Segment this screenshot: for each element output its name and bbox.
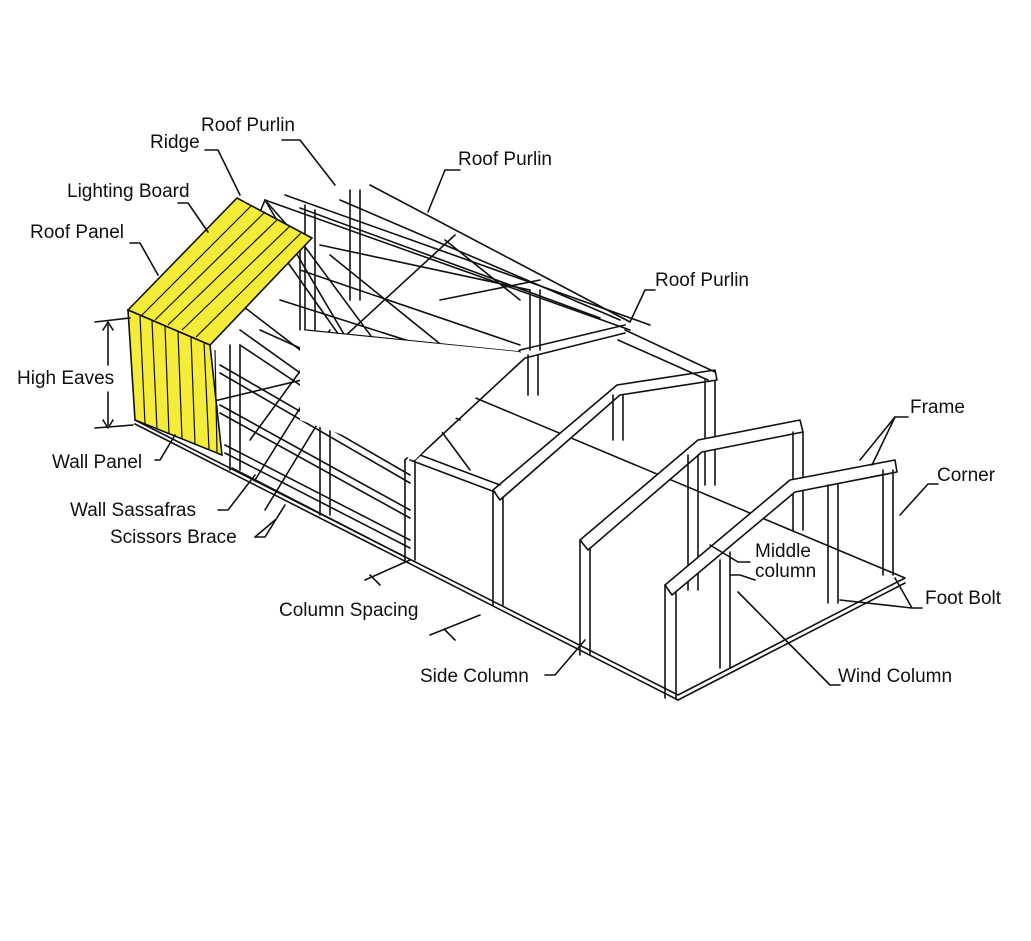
label-wind-column: Wind Column bbox=[838, 666, 952, 687]
label-roof-purlin-top: Roof Purlin bbox=[201, 115, 295, 136]
label-lighting-board: Lighting Board bbox=[67, 181, 190, 202]
label-roof-purlin-middle: Roof Purlin bbox=[458, 149, 552, 170]
label-column-spacing: Column Spacing bbox=[279, 600, 418, 621]
labels: Roof Purlin Ridge Roof Purlin Lighting B… bbox=[17, 115, 1002, 687]
label-corner: Corner bbox=[937, 465, 996, 486]
portal-frames bbox=[404, 289, 898, 699]
label-foot-bolt: Foot Bolt bbox=[925, 588, 1002, 609]
leader-lines bbox=[94, 139, 939, 686]
label-roof-panel: Roof Panel bbox=[30, 222, 124, 243]
label-middle-column-line1: Middle bbox=[755, 541, 811, 562]
roof-scissors-brace bbox=[329, 234, 541, 361]
label-roof-purlin-right: Roof Purlin bbox=[655, 270, 749, 291]
label-ridge: Ridge bbox=[150, 132, 200, 153]
label-wall-sassafras: Wall Sassafras bbox=[70, 500, 196, 521]
foundation-slab bbox=[134, 359, 906, 701]
label-frame: Frame bbox=[910, 397, 965, 418]
roof-cladding-white bbox=[300, 330, 520, 460]
yellow-wall-panel bbox=[127, 308, 223, 457]
label-middle-column-line2: column bbox=[755, 561, 816, 582]
eave-beams bbox=[304, 329, 716, 493]
label-wall-panel: Wall Panel bbox=[52, 452, 142, 473]
label-scissors-brace: Scissors Brace bbox=[110, 527, 237, 548]
label-high-eaves: High Eaves bbox=[17, 368, 114, 389]
label-side-column: Side Column bbox=[420, 666, 529, 687]
